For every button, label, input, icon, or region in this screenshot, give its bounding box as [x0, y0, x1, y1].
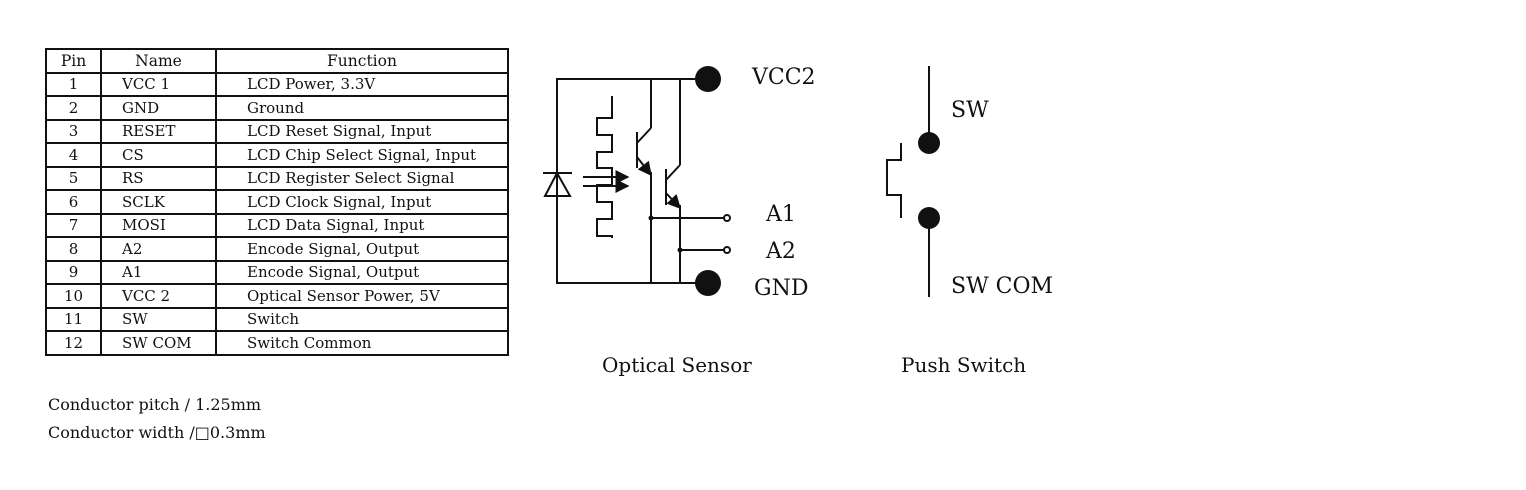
optical-sensor-title: Optical Sensor — [602, 353, 752, 377]
pin-cell: 3 — [45, 118, 102, 144]
a1-open-terminal — [723, 214, 731, 222]
gnd-label: GND — [754, 276, 808, 301]
function-cell: LCD Reset Signal, Input — [215, 118, 509, 144]
name-cell: SW — [100, 306, 217, 332]
header-name: Name — [100, 48, 217, 74]
name-cell: A1 — [100, 259, 217, 285]
a2-junction-dot — [677, 247, 683, 253]
switch-actuator-icon — [886, 143, 902, 218]
pin-cell: 5 — [45, 165, 102, 191]
function-cell: Ground — [215, 95, 509, 121]
sw-contact — [918, 132, 940, 154]
pin-cell: 12 — [45, 330, 102, 356]
conductor-notes: Conductor pitch / 1.25mm Conductor width… — [48, 391, 266, 447]
pin-cell: 8 — [45, 236, 102, 262]
pin-cell: 6 — [45, 189, 102, 215]
a2-open-terminal — [723, 246, 731, 254]
function-cell: LCD Clock Signal, Input — [215, 189, 509, 215]
vcc2-terminal — [695, 66, 721, 92]
gnd-terminal — [695, 270, 721, 296]
name-cell: SCLK — [100, 189, 217, 215]
function-cell: Switch Common — [215, 330, 509, 356]
sw-label: SW — [951, 98, 989, 123]
swcom-label: SW COM — [951, 274, 1053, 299]
a1-label: A1 — [765, 202, 796, 227]
vcc2-label: VCC2 — [751, 65, 816, 90]
function-cell: LCD Register Select Signal — [215, 165, 509, 191]
optical-sensor-diagram — [543, 66, 731, 296]
name-cell: VCC 1 — [100, 71, 217, 97]
a2-label: A2 — [765, 239, 796, 264]
light-emitter-coil — [596, 96, 613, 238]
function-cell: LCD Chip Select Signal, Input — [215, 142, 509, 168]
sensor-outer-wire — [556, 78, 707, 284]
function-cell: Optical Sensor Power, 5V — [215, 283, 509, 309]
phototransistor-1-icon — [636, 79, 652, 283]
conductor-pitch-note: Conductor pitch / 1.25mm — [48, 395, 262, 414]
pin-cell: 2 — [45, 95, 102, 121]
phototransistor-2-icon — [665, 79, 681, 283]
header-pin: Pin — [45, 48, 102, 74]
name-cell: MOSI — [100, 212, 217, 238]
name-cell: SW COM — [100, 330, 217, 356]
pin-cell: 11 — [45, 306, 102, 332]
function-cell: LCD Data Signal, Input — [215, 212, 509, 238]
pin-cell: 7 — [45, 212, 102, 238]
push-switch-title: Push Switch — [901, 353, 1026, 377]
name-cell: VCC 2 — [100, 283, 217, 309]
push-switch-diagram — [886, 66, 940, 297]
a1-junction-dot — [648, 215, 654, 221]
pin-cell: 4 — [45, 142, 102, 168]
name-cell: RESET — [100, 118, 217, 144]
led-diode-icon — [543, 170, 572, 197]
name-cell: RS — [100, 165, 217, 191]
function-cell: Encode Signal, Output — [215, 259, 509, 285]
name-cell: CS — [100, 142, 217, 168]
conductor-width-note: Conductor width /□0.3mm — [48, 423, 266, 442]
